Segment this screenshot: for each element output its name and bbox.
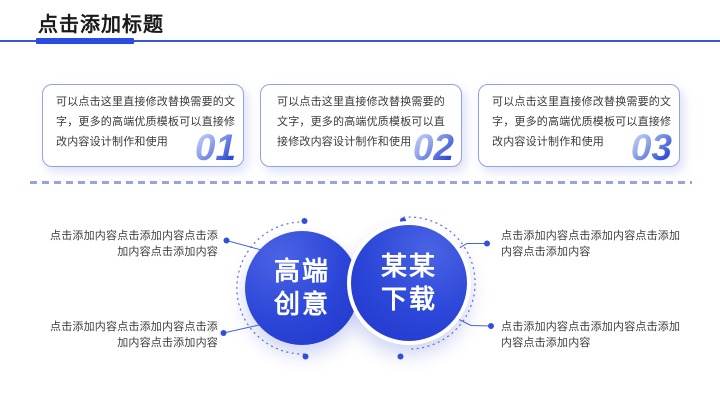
dotted-arc-right <box>403 216 476 350</box>
arc-dot <box>302 353 309 360</box>
callout-right-bottom[interactable]: 点击添加内容点击添加内容点击添加 内容点击添加内容 <box>501 320 680 351</box>
callout-line: 加内容点击添加内容 <box>117 336 218 349</box>
circle-download[interactable]: 某某 下载 <box>347 221 471 345</box>
card-text-line: 可以点击这里直接修改替换需要的 <box>277 96 445 108</box>
connector-dot <box>484 240 490 247</box>
circle-label-line: 创意 <box>273 289 330 319</box>
info-card-02[interactable]: 可以点击这里直接修改替换需要的 文字，更多的高端优质模板可以直 接修改内容设计制… <box>260 84 462 167</box>
arc-dot <box>301 218 308 224</box>
card-text-line: 字，更多的高端优质模板可以直接修 <box>56 116 236 128</box>
card-number: 03 <box>630 126 672 168</box>
header-rule-line <box>0 40 720 42</box>
page-title[interactable]: 点击添加标题 <box>38 14 164 36</box>
callout-line: 点击添加内容点击添加内容点击添加 <box>501 230 681 242</box>
dashed-divider <box>30 181 692 184</box>
header-accent-bar <box>36 38 134 44</box>
connector-dot <box>220 330 227 336</box>
circle-label-line: 高端 <box>273 256 330 286</box>
arc-dot <box>397 353 404 360</box>
callout-left-bottom[interactable]: 点击添加内容点击添加内容点击添 加内容点击添加内容 <box>50 320 218 351</box>
card-text-line: 改内容设计制作和使用 <box>56 136 168 148</box>
callout-line: 内容点击添加内容 <box>501 245 591 258</box>
card-text-line: 文字，更多的高端优质模板可以直 <box>277 116 445 128</box>
callout-line: 点击添加内容点击添加内容点击添加 <box>501 321 681 333</box>
card-text-line: 接修改内容设计制作和使用 <box>277 136 412 148</box>
callout-line: 点击添加内容点击添加内容点击添 <box>50 321 218 333</box>
callout-left-top[interactable]: 点击添加内容点击添加内容点击添 加内容点击添加内容 <box>50 229 218 260</box>
card-number: 01 <box>194 126 236 168</box>
card-number: 02 <box>412 126 454 168</box>
circle-label-line: 下载 <box>380 284 437 314</box>
circle-highend-creative[interactable]: 高端 创意 <box>245 231 359 345</box>
card-text-line: 字，更多的高端优质模板可以直接修 <box>492 116 672 128</box>
callout-line: 点击添加内容点击添加内容点击添 <box>50 230 218 242</box>
card-text-line: 可以点击这里直接修改替换需要的文 <box>492 96 672 108</box>
connector-dot <box>488 323 494 329</box>
dotted-arc-left <box>236 221 306 355</box>
card-text-line: 改内容设计制作和使用 <box>492 136 604 148</box>
callout-line: 内容点击添加内容 <box>501 336 591 349</box>
callout-right-top[interactable]: 点击添加内容点击添加内容点击添加 内容点击添加内容 <box>501 229 680 260</box>
connector-dot <box>223 237 230 244</box>
info-card-01[interactable]: 可以点击这里直接修改替换需要的文 字，更多的高端优质模板可以直接修 改内容设计制… <box>42 84 244 167</box>
circle-label: 高端 创意 <box>274 255 330 321</box>
info-card-03[interactable]: 可以点击这里直接修改替换需要的文 字，更多的高端优质模板可以直接修 改内容设计制… <box>478 84 680 167</box>
circle-label-line: 某某 <box>380 251 437 281</box>
circle-label: 某某 下载 <box>381 250 437 316</box>
callout-line: 加内容点击添加内容 <box>117 245 218 258</box>
card-text-line: 可以点击这里直接修改替换需要的文 <box>56 96 236 108</box>
